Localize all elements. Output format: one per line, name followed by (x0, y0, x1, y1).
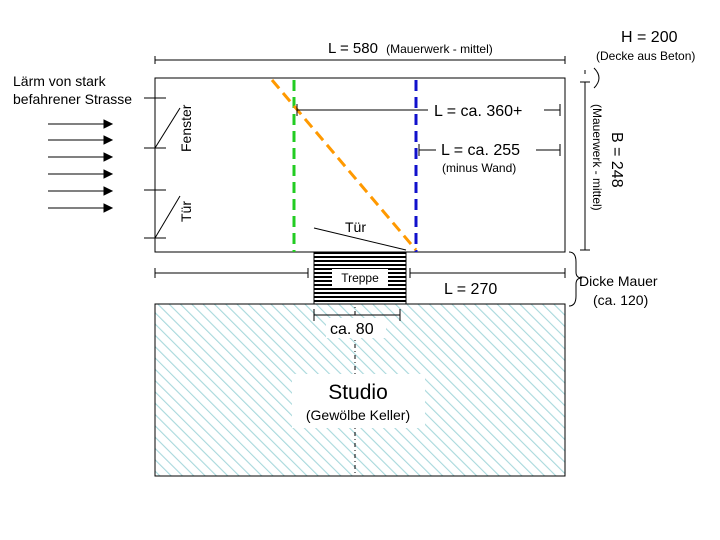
dim-255-label-bg (436, 139, 536, 175)
studio-label-bg (292, 374, 425, 428)
dim-360-label-bg (428, 100, 544, 120)
thick-wall-label: Dicke Mauer (579, 273, 658, 289)
height-note: (Decke aus Beton) (596, 49, 695, 63)
noise-label-line2: befahrener Strasse (13, 91, 132, 107)
length-255-note: (minus Wand) (442, 161, 516, 175)
noise-arrows (48, 119, 114, 213)
left-door-label: Tür (178, 201, 194, 222)
orange-dashed-line (270, 79, 418, 251)
stair-door-line (313, 227, 407, 251)
stair-door-label: Tür (345, 219, 366, 235)
studio-note: (Gewölbe Keller) (306, 407, 410, 423)
noise-label-line1: Lärm von stark (13, 73, 107, 89)
dim-80-label-bg (326, 318, 386, 338)
height-label: H = 200 (621, 29, 678, 46)
length-total-label: L = 580 (Mauerwerk - mittel) (328, 40, 493, 57)
thick-wall-brace (568, 251, 583, 307)
height-arc (593, 67, 600, 89)
length-360-label: L = ca. 360+ (434, 103, 522, 120)
length-255-label: L = ca. 255 (441, 142, 520, 159)
window-label: Fenster (178, 104, 194, 152)
thick-wall-note: (ca. 120) (593, 292, 648, 308)
length-270-label: L = 270 (444, 281, 497, 298)
stairs-label: Treppe (341, 271, 379, 285)
width-note: (Mauerwerk - mittel) (590, 104, 604, 211)
stairs-label-bg (332, 269, 388, 287)
studio-title: Studio (328, 381, 388, 404)
dim-580-label-bg (322, 38, 524, 58)
stair-width-label: ca. 80 (330, 321, 374, 338)
width-label: B = 248 (608, 132, 625, 188)
left-wall-openings (144, 97, 181, 239)
